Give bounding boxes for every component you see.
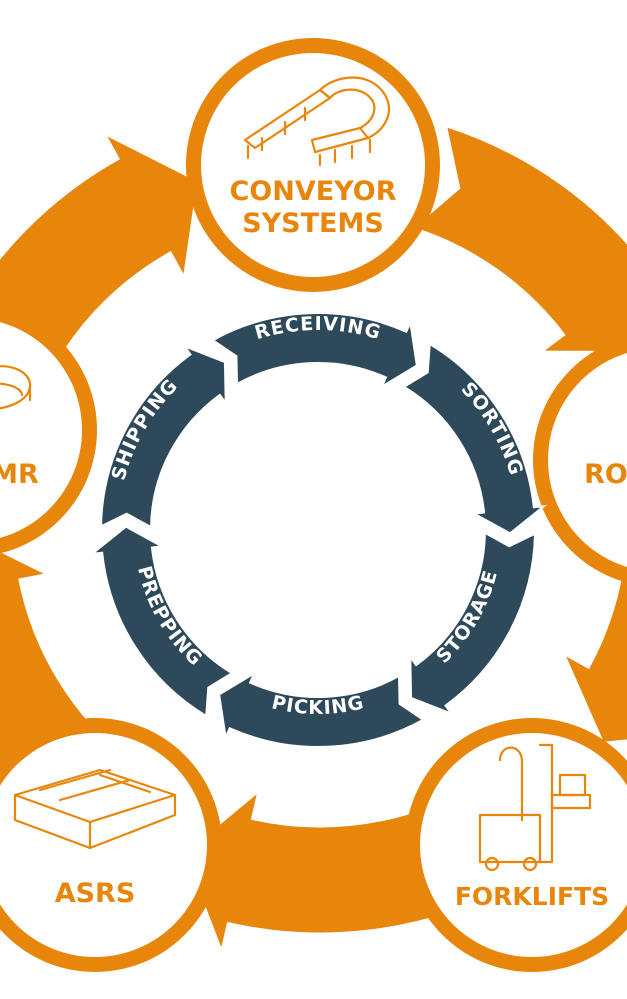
node-robots: RO bbox=[533, 337, 627, 583]
node-label-line: RO bbox=[584, 459, 627, 490]
outer-arrow-1 bbox=[415, 127, 627, 351]
stage-arrow-receiving bbox=[210, 312, 418, 390]
amr-icon bbox=[0, 365, 32, 410]
stage-arrow-shipping bbox=[100, 344, 227, 529]
node-label-line: MR bbox=[0, 459, 39, 490]
forklift-icon bbox=[478, 743, 592, 872]
node-conveyor-systems: CONVEYOR SYSTEMS bbox=[186, 38, 440, 292]
stage-label-picking: PICKING bbox=[270, 691, 367, 719]
inner-cycle-ring bbox=[88, 312, 548, 748]
stage-arrow-picking bbox=[218, 670, 426, 748]
node-label-line: FORKLIFTS bbox=[455, 882, 609, 911]
node-amr: MR bbox=[0, 306, 97, 554]
stage-arrow-prepping bbox=[88, 525, 234, 718]
asrs-icon bbox=[13, 768, 177, 850]
node-asrs: ASRS bbox=[0, 718, 222, 972]
stage-arrow-storage bbox=[409, 531, 536, 716]
node-label-line: CONVEYOR bbox=[229, 176, 396, 207]
node-label-line: ASRS bbox=[55, 878, 136, 909]
outer-arrow-5 bbox=[0, 136, 197, 457]
node-forklifts: FORKLIFTS bbox=[405, 718, 627, 972]
stage-arrow-sorting bbox=[402, 342, 548, 535]
outer-arrow-2 bbox=[566, 424, 627, 742]
conveyor-icon bbox=[243, 76, 391, 167]
node-label-line: SYSTEMS bbox=[242, 208, 384, 239]
